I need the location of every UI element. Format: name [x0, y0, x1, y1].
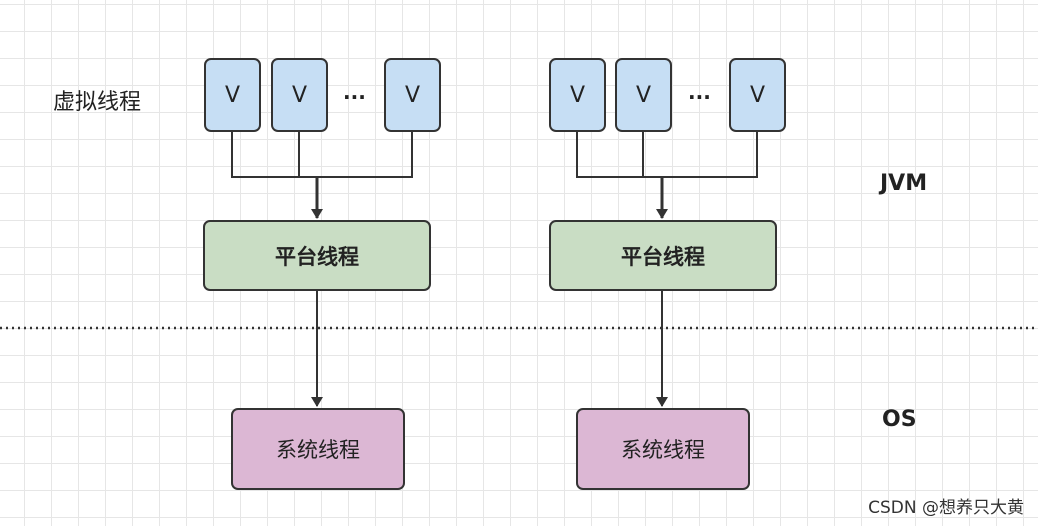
- group-2-virtual-thread-box-1: V: [549, 58, 606, 132]
- group-2-virtual-thread-box-3: V: [729, 58, 786, 132]
- group-1-virtual-thread-box-3: V: [384, 58, 441, 132]
- virtual-threads-label: 虚拟线程: [53, 90, 142, 115]
- os-layer-label: OS: [882, 407, 917, 432]
- group-2-virtual-merge-connector: [576, 132, 758, 178]
- group-1-ellipsis: ...: [343, 80, 366, 104]
- group-2-ellipsis: ...: [688, 80, 711, 104]
- group-1-virtual-thread-box-1: V: [204, 58, 261, 132]
- group-2-virtual-thread-box-2: V: [615, 58, 672, 132]
- group-2-system-thread-box: 系统线程: [576, 408, 750, 490]
- watermark: CSDN @想养只大黄: [868, 498, 1024, 518]
- group-1-virtual-thread-box-2: V: [271, 58, 328, 132]
- group-1-virtual-merge-connector: [231, 132, 413, 178]
- jvm-layer-label: JVM: [880, 171, 928, 196]
- group-1-platform-thread-box: 平台线程: [203, 220, 431, 291]
- group-1-system-thread-box: 系统线程: [231, 408, 405, 490]
- group-2-platform-thread-box: 平台线程: [549, 220, 777, 291]
